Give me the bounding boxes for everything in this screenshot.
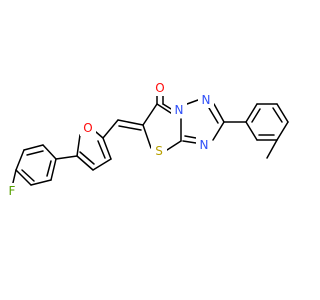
bond-furan-3 [92,158,112,171]
bond-fph-2b [26,150,44,156]
bond-nupper-c2-double [208,107,219,124]
bond-nlower-c7a-double [184,135,197,139]
atom-f: F [9,184,16,198]
bond-tol-1 [245,121,258,141]
atom-labels: O N N N S O F [4,80,214,199]
bond-tol-4b [272,107,283,123]
bond-furan-4 [76,155,94,171]
bond-c2-nlower [212,121,225,141]
atom-n-bridge: N [175,103,184,117]
bond-furan-5 [76,134,81,157]
bond-fph-6 [50,158,57,181]
bond-furan-2b [97,140,106,159]
bond-c5-s [142,124,152,149]
bond-fph-5 [30,179,52,186]
bond-furan-4b [79,151,95,165]
bond-tol-methyl [266,139,278,159]
bond-c5-ch-a [117,119,144,126]
bond-tol-6b [251,108,261,123]
bond-tol-3 [276,121,289,141]
bond-s-c7a [166,140,182,151]
atom-o-carbonyl: O [155,81,164,95]
bond-tol-4 [276,103,289,123]
bond-fph-4b [21,169,35,182]
bond-nupper-c2 [213,103,225,123]
atom-o-furan: O [83,121,92,135]
bond-tol-6 [245,103,258,123]
atom-n-upper: N [202,93,211,107]
bond-fph-2 [23,144,44,151]
bond-fph-3 [15,149,25,171]
bond-nbridge-nupper [186,99,199,105]
bond-ch-furanc [102,119,119,139]
bond-layer [11,87,289,188]
bond-furan-2 [102,137,112,160]
bond-fph-6b [46,160,52,177]
atom-s-ring: S [155,144,163,158]
bond-furan-phenyl [55,155,78,160]
bond-nlower-c7a [182,140,197,144]
bond-c6-c5 [142,103,158,126]
bond-fph-4 [15,169,32,186]
bond-c5-ch-b [118,125,142,131]
bond-fph-1 [42,144,57,160]
molecule-structure: O N N N S O F [4,80,289,199]
atom-n-lower: N [200,138,209,152]
